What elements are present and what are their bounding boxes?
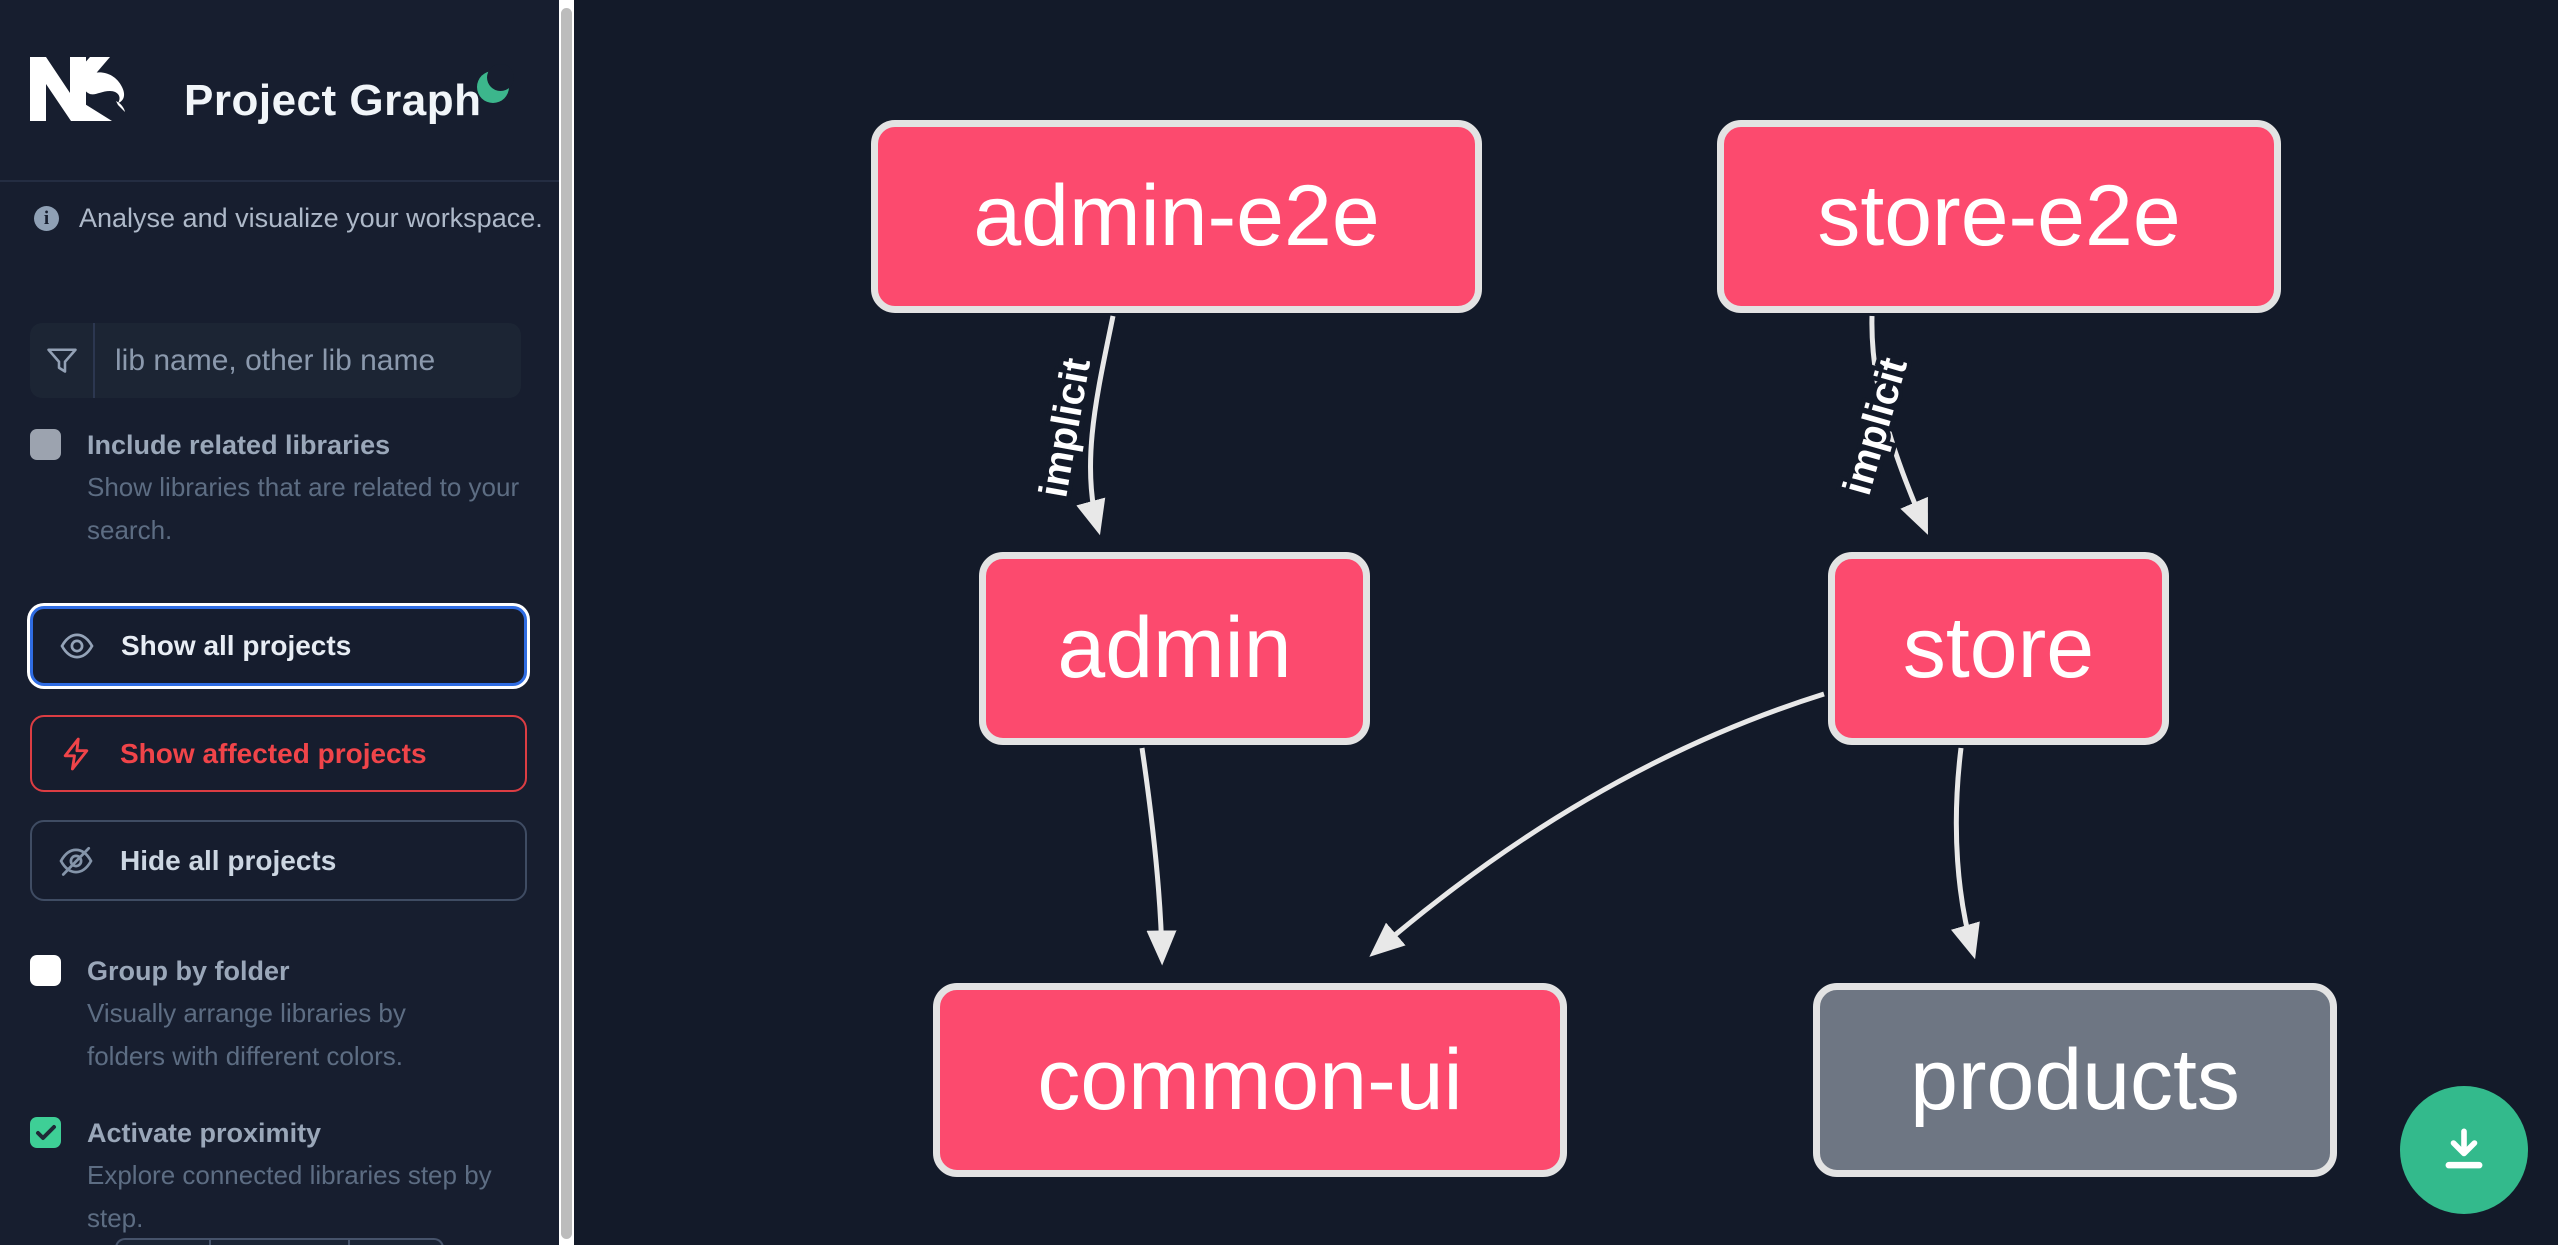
download-image-button[interactable] [2400,1086,2528,1214]
include-related-description: Show libraries that are related to your … [87,472,520,545]
graph-node-products[interactable]: products [1813,983,2337,1177]
graph-node-store-e2e[interactable]: store-e2e [1717,120,2281,313]
graph-node-admin-e2e[interactable]: admin-e2e [871,120,1482,313]
graph-edge-store-to-products [1950,747,1980,960]
graph-node-common-ui[interactable]: common-ui [933,983,1567,1177]
group-by-folder-description: Visually arrange libraries by folders wi… [87,998,406,1071]
tagline-text: Analyse and visualize your workspace. [79,203,543,233]
eye-off-icon [59,846,93,876]
graph-edge-admin-to-common-ui [1139,747,1177,966]
page-title: Project Graph [184,76,482,125]
tagline-row: i Analyse and visualize your workspace. [34,203,543,234]
group-by-folder-checkbox[interactable] [30,955,61,986]
sidebar-header: Project Graph [0,0,559,182]
graph-edge-store-to-common-ui [1369,691,1825,957]
activate-proximity-checkbox[interactable] [30,1117,61,1148]
include-related-checkbox[interactable] [30,429,61,460]
check-icon [35,1124,56,1140]
search-box [30,323,521,398]
include-related-label: Include related libraries [87,430,391,460]
graph-edge-admin-e2e-to-admin [1076,315,1116,536]
funnel-icon [30,323,95,398]
hide-all-projects-label: Hide all projects [120,844,337,876]
show-all-projects-label: Show all projects [121,630,352,661]
graph-node-admin[interactable]: admin [979,552,1370,745]
activate-proximity-description: Explore connected libraries step by step… [87,1160,492,1233]
graph-node-store[interactable]: store [1828,552,2169,745]
show-all-projects-button[interactable]: Show all projects [30,606,527,686]
activate-proximity-label: Activate proximity [87,1118,322,1148]
hide-all-projects-button[interactable]: Hide all projects [30,820,527,901]
search-input[interactable] [95,325,521,396]
download-icon [2445,1128,2483,1169]
eye-icon [60,633,94,659]
bolt-icon [63,737,89,770]
show-affected-projects-label: Show affected projects [120,737,427,769]
nx-logo-icon [30,57,125,121]
sidebar: Project Graph i Analyse and visualize yo… [0,0,559,1245]
show-affected-projects-button[interactable]: Show affected projects [30,715,527,792]
theme-moon-icon[interactable] [477,64,514,103]
sidebar-scrollbar-thumb[interactable] [561,8,572,1239]
group-by-folder-label: Group by folder [87,956,290,986]
info-icon: i [34,206,59,231]
graph-edge-store-e2e-to-store [1869,315,1928,535]
